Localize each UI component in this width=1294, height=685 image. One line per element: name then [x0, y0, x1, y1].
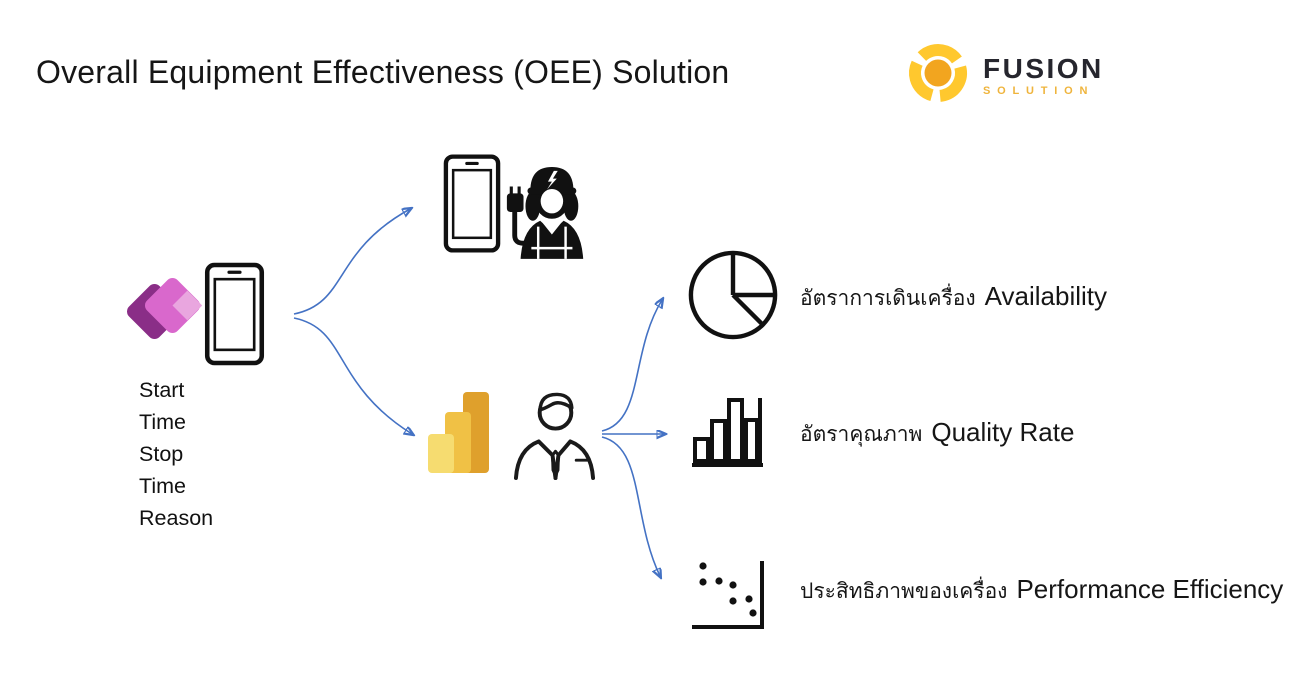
performance-efficiency-label: ประสิทธิภาพของเครื่อง Performance Effici…: [800, 574, 1283, 608]
fusion-logo-icon: [909, 44, 967, 102]
bar-chart-icon: [692, 398, 763, 467]
logo-subtitle: SOLUTION: [983, 85, 1095, 97]
fusion-solution-logo: FUSION SOLUTION: [901, 38, 1104, 108]
arrow-analyst-to-availability: [601, 300, 662, 432]
mobile-phone-icon: [443, 154, 501, 253]
page-title: Overall Equipment Effectiveness (OEE) So…: [36, 54, 730, 90]
performance-efficiency-label-english: Performance Efficiency: [1016, 574, 1284, 604]
analyst-icon: [513, 392, 596, 480]
input-label-start-time: Start Time: [139, 378, 186, 434]
power-apps-icon: [126, 277, 203, 340]
input-label-reason: Reason: [139, 506, 214, 530]
quality-rate-label: อัตราคุณภาพ Quality Rate: [800, 417, 1074, 451]
performance-efficiency-label-thai: ประสิทธิภาพของเครื่อง: [800, 580, 1008, 603]
arrow-analyst-to-performance: [601, 436, 660, 576]
quality-rate-label-english: Quality Rate: [931, 417, 1075, 447]
logo-text: FUSION SOLUTION: [983, 55, 1104, 97]
availability-label: อัตราการเดินเครื่อง Availability: [800, 281, 1107, 315]
arrow-input-to-analytics: [293, 317, 412, 434]
availability-label-thai: อัตราการเดินเครื่อง: [800, 287, 976, 310]
mobile-phone-icon: [204, 262, 265, 366]
logo-name: FUSION: [983, 53, 1104, 84]
arrow-input-to-operator: [293, 209, 410, 315]
technician-icon: [506, 166, 584, 259]
input-data-labels: Start Time Stop Time Reason: [139, 374, 213, 534]
scatter-plot-icon: [692, 561, 764, 629]
pie-chart-icon: [688, 250, 778, 340]
power-bi-icon: [428, 392, 489, 473]
availability-label-english: Availability: [984, 281, 1108, 311]
input-label-stop-time: Stop Time: [139, 442, 186, 498]
quality-rate-label-thai: อัตราคุณภาพ: [800, 423, 923, 446]
